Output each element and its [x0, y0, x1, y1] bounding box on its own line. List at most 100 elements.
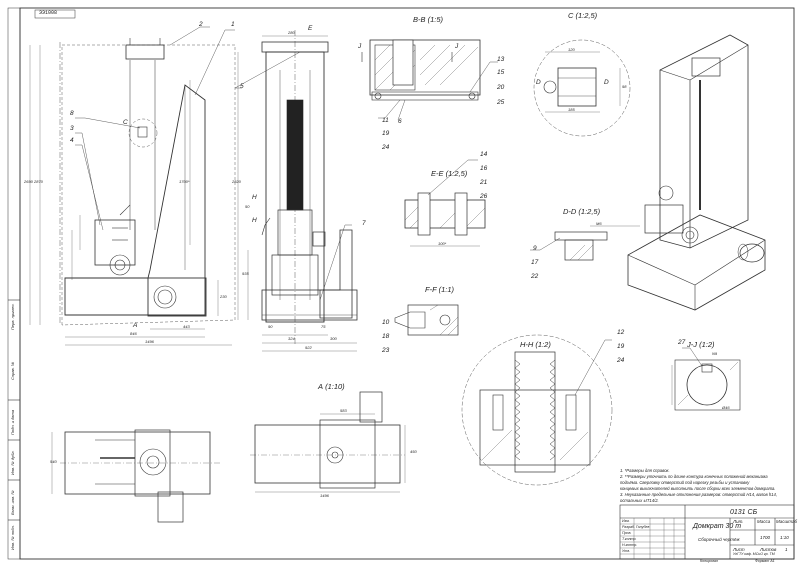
- position-9: 9: [533, 245, 537, 252]
- drawing-subtitle: Сборочный чертёж: [698, 537, 740, 542]
- view-mark-a: A: [133, 322, 138, 329]
- section-title-hh: Н-Н (1:2): [520, 340, 551, 349]
- dim-846: 846: [130, 331, 137, 336]
- mass-label: Масса: [757, 519, 771, 524]
- section-title-dd: D-D (1:2,5): [563, 207, 601, 216]
- sidebar-label: Взам. инв. №: [10, 490, 15, 515]
- dim-1496: 1496: [145, 339, 154, 344]
- dim-300: 300: [330, 336, 337, 341]
- sidebar-label: Подп. и дата: [10, 409, 15, 435]
- dim-2820: 2820: [232, 179, 241, 184]
- isometric-view: [627, 34, 766, 311]
- position-21: 21: [480, 179, 488, 186]
- position-11: 11: [382, 117, 389, 124]
- position-5: 5: [240, 83, 244, 90]
- sidebar-label: Перв. примен.: [10, 303, 15, 330]
- position-3: 3: [70, 125, 74, 132]
- section-title-a: А (1:10): [318, 382, 345, 391]
- dim-583: 583: [340, 408, 347, 413]
- side-view: [234, 30, 358, 352]
- title-block: [619, 504, 795, 560]
- developer-name: Голубев: [636, 525, 650, 529]
- tb-row-razrab: Разраб.: [622, 525, 636, 529]
- position-20: 20: [497, 84, 505, 91]
- position-24b: 24: [617, 357, 625, 364]
- mass-value: 1700: [760, 535, 771, 540]
- view-mark-c: C: [123, 119, 128, 126]
- position-23: 23: [382, 347, 390, 354]
- note-line: подъёма. Сверловку отверстий под нарезку…: [620, 480, 750, 485]
- position-10: 10: [382, 319, 390, 326]
- tb-row-utv: Утв.: [622, 549, 631, 553]
- tb-row-nkontr: Н.контр.: [622, 543, 638, 547]
- drawing-title: Домкрат 30 т: [693, 523, 742, 530]
- section-title-ff: F-F (1:1): [425, 285, 455, 294]
- section-c: [533, 39, 631, 137]
- view-mark-j1: J: [358, 43, 362, 50]
- scale-label: Масштаб: [776, 519, 798, 524]
- position-19: 19: [382, 130, 390, 137]
- dim-280: 280: [288, 30, 295, 35]
- position-8: 8: [70, 110, 74, 117]
- dim-450: 450: [410, 449, 417, 454]
- view-mark-d2: D: [604, 79, 609, 86]
- position-15: 15: [497, 69, 505, 76]
- dim-540: 540: [50, 459, 57, 464]
- position-22: 22: [531, 273, 539, 280]
- dim-75: 75: [321, 324, 326, 329]
- position-25: 25: [497, 99, 505, 106]
- corner-code: ЭЭ1008: [39, 10, 58, 16]
- sidebar-label: Справ. №: [10, 361, 15, 380]
- note-line: остальных ±IT14/2.: [620, 498, 659, 503]
- section-bb: [361, 39, 498, 121]
- position-24: 24: [382, 144, 390, 151]
- dim-1496b: 1496: [320, 493, 329, 498]
- dim-m6: M6: [596, 221, 602, 226]
- sidebar-label: Инв. № дубл.: [10, 450, 15, 475]
- dim-443: 443: [183, 324, 190, 329]
- front-view: [29, 26, 236, 346]
- section-title-c: С (1:2,5): [568, 11, 598, 20]
- dim-1700: 1700*: [179, 179, 190, 184]
- dim-230: 230: [220, 294, 227, 299]
- doc-number: 0131 СБ: [730, 509, 758, 516]
- position-4: 4: [70, 137, 74, 144]
- note-line: концевых выключателей выполнить после сб…: [620, 486, 776, 491]
- section-ff: [394, 304, 459, 336]
- lit-label: Лит.: [733, 519, 744, 524]
- section-hh: [461, 334, 613, 486]
- view-a: [250, 391, 406, 493]
- corner-code-box: [34, 9, 76, 19]
- position-17: 17: [531, 259, 539, 266]
- sidebar-label: Инв. № подл.: [10, 525, 15, 550]
- dim-2690: 2690: [24, 179, 33, 184]
- section-title-bb: В-В (1:5): [413, 15, 444, 24]
- tb-row-izm: Изм.: [622, 519, 630, 523]
- position-6: 6: [398, 118, 402, 125]
- position-13: 13: [497, 56, 505, 63]
- organization: УлГТУ каф. МСиО гр. ТМ: [733, 552, 775, 556]
- dim-n9: N9: [712, 351, 718, 356]
- view-mark-d1: D: [536, 79, 541, 86]
- view-mark-j2: J: [455, 43, 459, 50]
- dim-324: 324: [288, 336, 295, 341]
- position-12: 12: [617, 329, 625, 336]
- dim-50: 50: [245, 204, 250, 209]
- sheets-label: Листов: [760, 547, 777, 552]
- position-7: 7: [362, 220, 366, 227]
- copy-label: Копировал: [700, 559, 718, 563]
- note-line: 3. Неуказанные предельные отклонения раз…: [620, 492, 777, 497]
- position-1: 1: [231, 21, 235, 28]
- position-14: 14: [480, 151, 488, 158]
- dim-185: 185: [568, 107, 575, 112]
- position-26: 26: [480, 193, 488, 200]
- section-jj: [671, 347, 741, 411]
- position-2: 2: [199, 21, 203, 28]
- dim-98: 98: [622, 84, 627, 89]
- section-ee: [404, 159, 486, 247]
- technical-notes: 1. *Размеры для справок. 2. **Размеры ут…: [620, 468, 777, 503]
- tb-row-prov: Пров.: [622, 531, 632, 535]
- view-mark-h1: H: [252, 194, 257, 201]
